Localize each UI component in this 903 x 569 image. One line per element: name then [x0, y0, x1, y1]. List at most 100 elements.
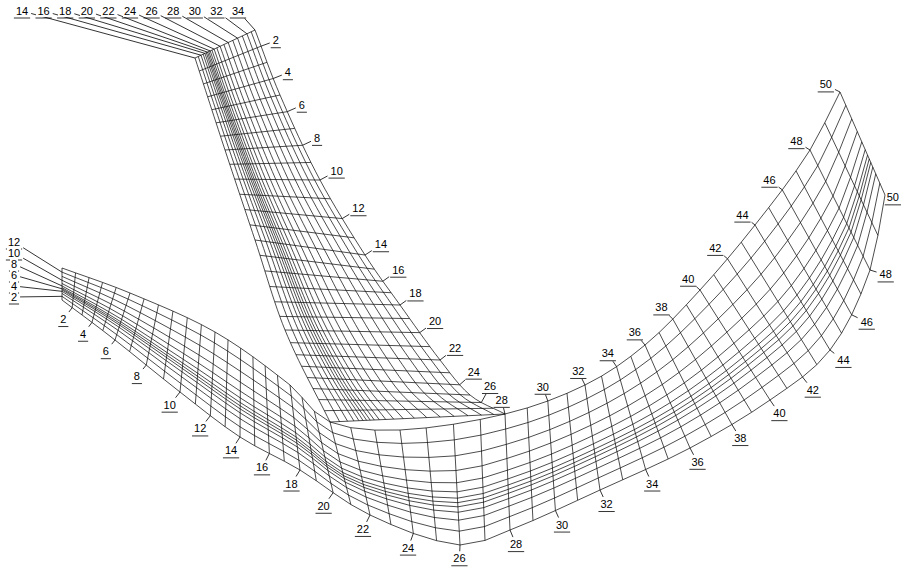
- mesh-line: [548, 401, 556, 511]
- leader-line: [805, 397, 821, 398]
- leader-line: [411, 533, 414, 540]
- leader-line: [271, 47, 281, 48]
- leader-line: [273, 75, 282, 78]
- mesh-line: [62, 167, 873, 512]
- mesh-line: [62, 162, 871, 506]
- mesh-line: [426, 428, 436, 541]
- grid-line-number: 16: [36, 6, 50, 17]
- leader-line: [779, 187, 783, 190]
- mesh-line: [645, 345, 690, 448]
- leader-line: [182, 16, 228, 42]
- grid-line-number: 32: [599, 499, 613, 510]
- leader-line: [504, 408, 506, 414]
- leader-line: [74, 14, 205, 54]
- leader-line: [20, 287, 62, 292]
- leader-line: [161, 16, 220, 47]
- grid-line-number: 12: [7, 237, 21, 248]
- leader-line: [101, 358, 111, 359]
- leader-line: [223, 457, 239, 458]
- mesh-line: [250, 225, 354, 238]
- leader-line: [192, 435, 208, 436]
- grid-line-number: 22: [356, 524, 370, 535]
- leader-line: [508, 551, 524, 552]
- leader-line: [459, 545, 460, 551]
- mesh-line: [755, 225, 830, 350]
- leader-line: [89, 322, 92, 326]
- mesh-line: [247, 34, 482, 415]
- grid-line-number: 26: [452, 553, 466, 564]
- leader-line: [707, 255, 723, 256]
- mesh-line: [62, 105, 846, 443]
- mesh-line: [62, 195, 885, 545]
- leader-line: [206, 416, 210, 422]
- grid-line-number: 44: [735, 210, 749, 221]
- mesh-line: [62, 131, 857, 471]
- grid-line-number: 10: [7, 248, 21, 259]
- grid-line-number: 18: [408, 288, 422, 299]
- grid-line-number: 32: [209, 6, 223, 17]
- grid-line-number: 10: [330, 166, 344, 177]
- leader-line: [803, 377, 807, 383]
- grid-line-number: 22: [448, 343, 462, 354]
- leader-line: [885, 204, 901, 205]
- leader-line: [303, 141, 311, 145]
- grid-line-number: 20: [80, 6, 94, 17]
- leader-line: [58, 326, 68, 327]
- grid-line-number: 46: [860, 317, 874, 328]
- leader-line: [627, 339, 643, 340]
- leader-line: [230, 18, 246, 19]
- mesh-line: [302, 366, 450, 373]
- leader-lines: [6, 13, 901, 565]
- leader-line: [20, 296, 62, 298]
- mesh-line: [251, 32, 494, 415]
- grid-line-number: 12: [351, 203, 365, 214]
- leader-line: [613, 361, 617, 366]
- grid-line-number: 6: [102, 346, 110, 357]
- leader-line: [598, 511, 614, 512]
- mesh-line: [62, 183, 880, 531]
- mesh-lines: [62, 30, 885, 545]
- leader-line: [208, 18, 224, 19]
- leader-line: [400, 300, 406, 305]
- mesh-line: [810, 150, 870, 270]
- grid-line-number: 28: [166, 6, 180, 17]
- leader-line: [329, 178, 345, 179]
- leader-line: [122, 18, 138, 19]
- leader-line: [236, 437, 240, 443]
- mesh-line: [617, 367, 646, 470]
- leader-line: [732, 425, 736, 432]
- leader-line: [870, 270, 877, 272]
- mesh-line: [225, 340, 228, 427]
- grid-line-number: 4: [284, 67, 292, 78]
- leader-line: [835, 89, 840, 92]
- leader-line: [266, 454, 270, 461]
- grid-line-number: 26: [483, 381, 497, 392]
- mesh-line: [214, 49, 386, 419]
- leader-line: [859, 329, 875, 330]
- grid-line-number: 36: [690, 457, 704, 468]
- grid-line-number: 28: [509, 539, 523, 550]
- grid-line-number: 32: [571, 366, 585, 377]
- leader-line: [852, 315, 858, 318]
- mesh-line: [62, 142, 862, 483]
- mesh-line: [700, 290, 770, 400]
- leader-line: [143, 18, 159, 19]
- leader-line: [451, 565, 467, 566]
- leader-line: [35, 18, 51, 19]
- mesh-line: [585, 385, 600, 490]
- leader-line: [390, 277, 406, 278]
- leader-line: [118, 15, 211, 51]
- leader-line: [355, 536, 371, 537]
- leader-line: [350, 215, 366, 216]
- grid-line-number: 18: [284, 479, 298, 490]
- grid-line-number: 10: [163, 400, 177, 411]
- leader-line: [53, 14, 201, 56]
- leader-line: [14, 18, 30, 19]
- mesh-line: [230, 162, 311, 164]
- leader-line: [641, 340, 645, 345]
- mesh-line: [235, 179, 320, 181]
- leader-line: [57, 18, 73, 19]
- leader-line: [494, 407, 510, 408]
- grid-line-number: 46: [762, 175, 776, 186]
